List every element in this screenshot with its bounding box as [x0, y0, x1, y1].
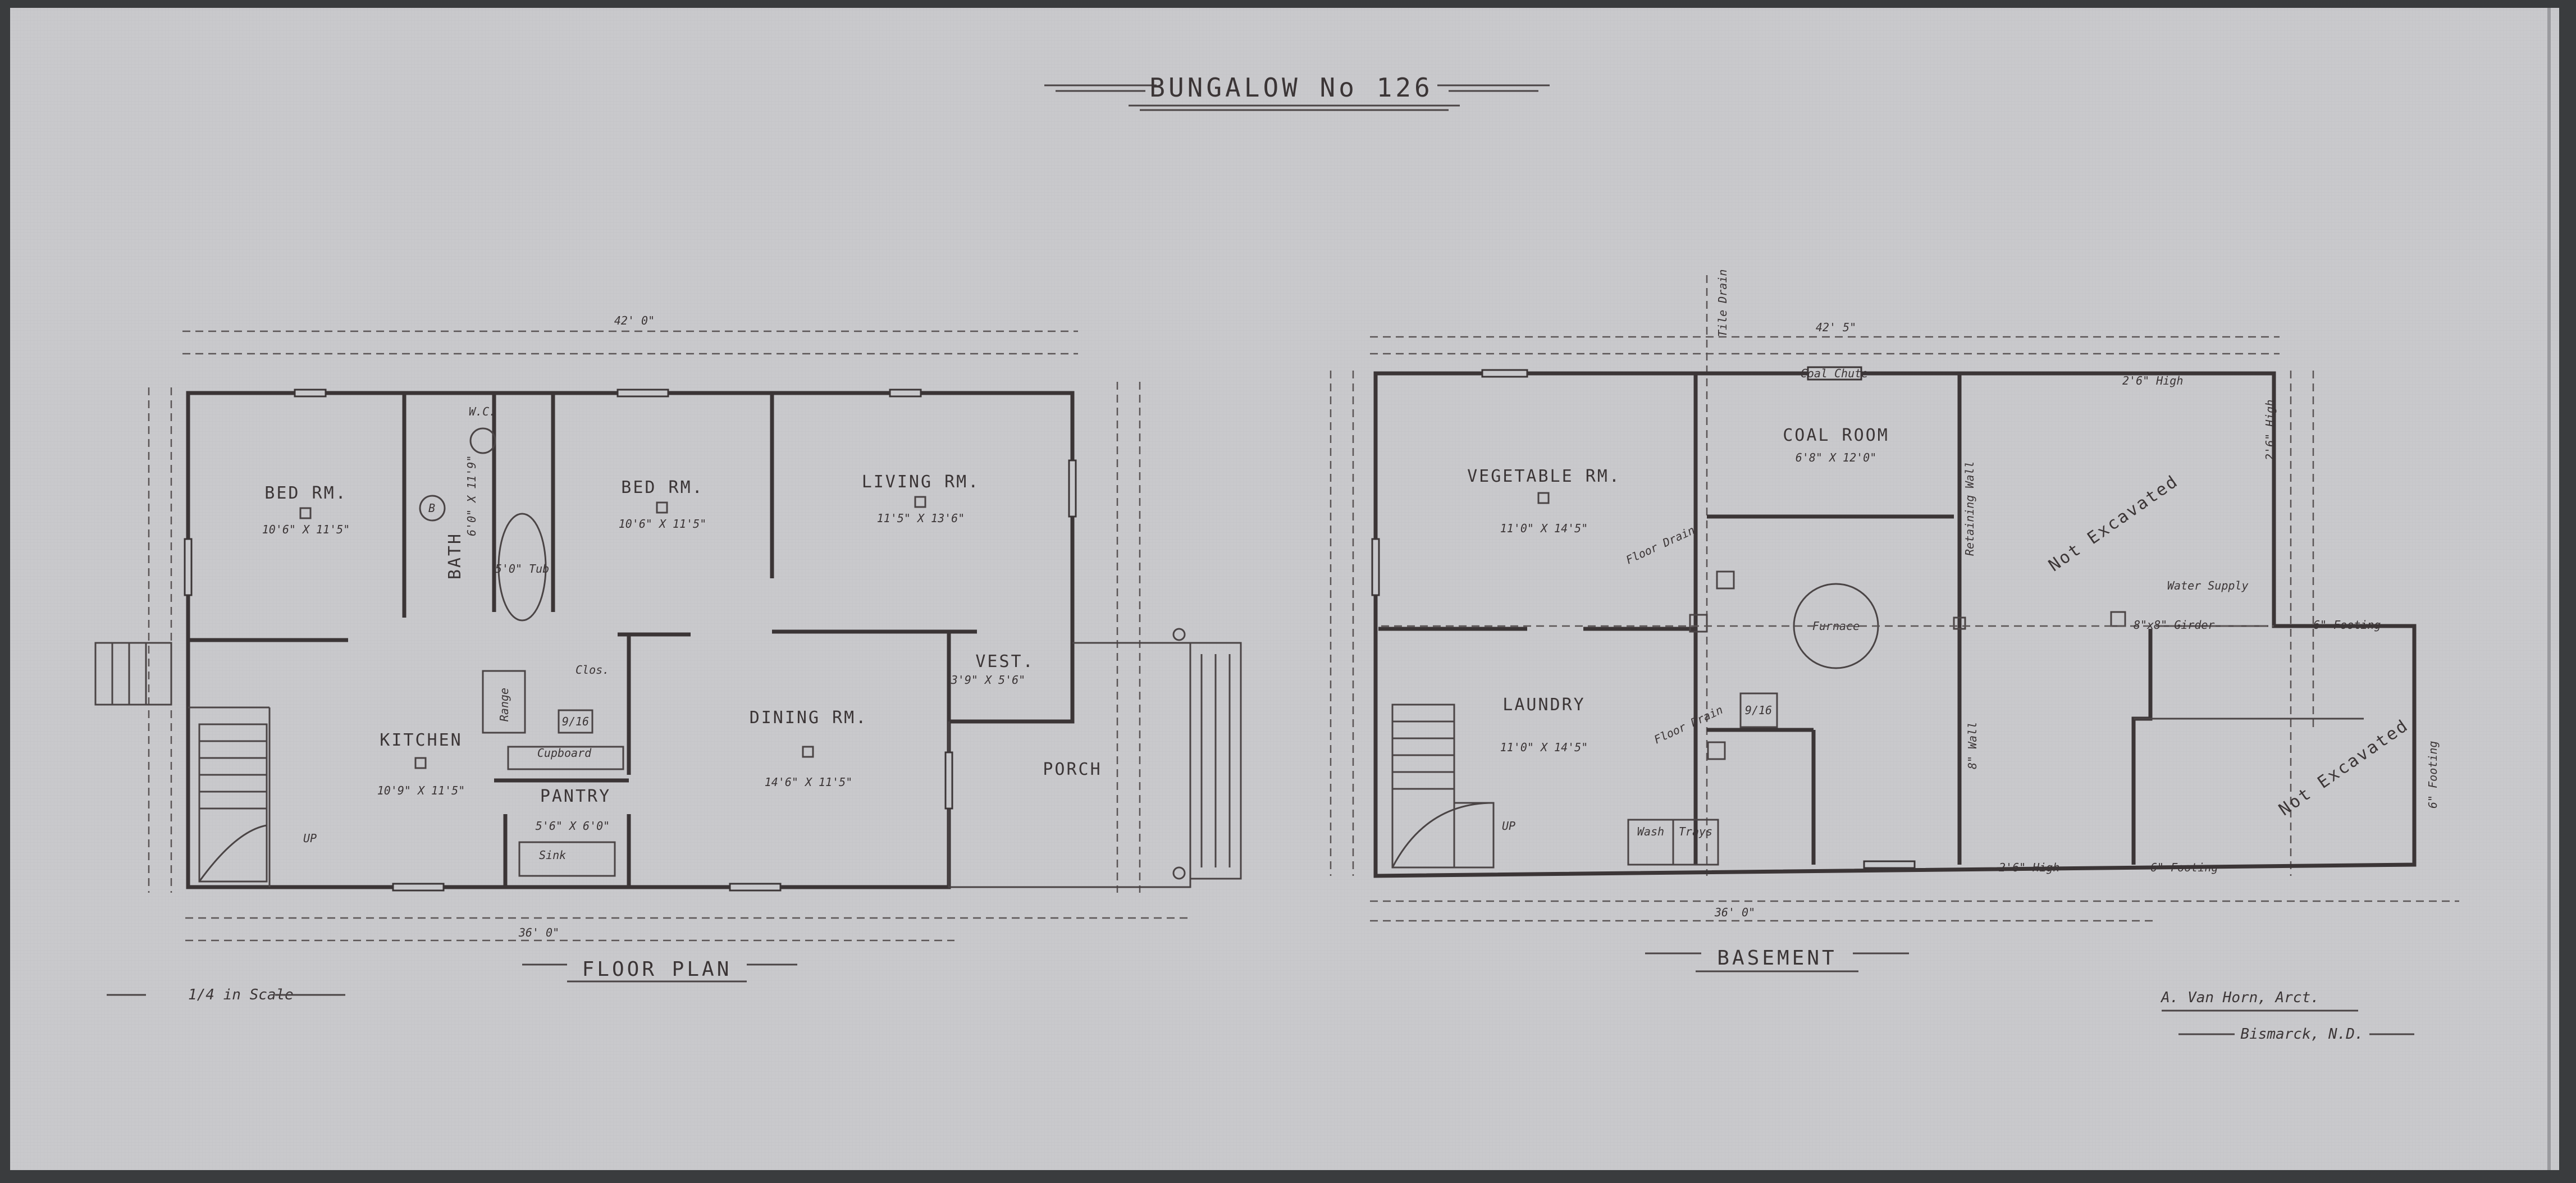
tile-drain-label: Tile Drain — [1716, 270, 1729, 337]
fp-overall-length: 36' 0" — [518, 926, 559, 939]
room-kitchen-size: 10'9" X 11'5" — [377, 784, 465, 797]
coal-chute — [1807, 366, 1862, 381]
window — [392, 883, 445, 892]
floor-drain-fixture — [1707, 741, 1726, 760]
porch-outline — [948, 642, 1191, 888]
footing-3-label: 6" Footing — [2426, 741, 2440, 809]
room-bath-size: 6'0" X 11'9" — [465, 455, 478, 537]
fp-chimney-label: 9/16 — [562, 715, 589, 728]
bsmt-chimney-label: 9/16 — [1745, 704, 1772, 717]
room-coal-size: 6'8" X 12'0" — [1796, 451, 1877, 464]
bsmt-exterior-wall — [1373, 371, 2417, 878]
location: Bismarck, N.D. — [2240, 1026, 2363, 1043]
bsmt-overall-length: 36' 0" — [1714, 906, 1755, 919]
porch-column — [1172, 866, 1186, 880]
room-laundry-size: 11'0" X 14'5" — [1500, 741, 1588, 754]
column-footing — [1689, 614, 1708, 633]
footer-notes: 1/4 in Scale A. Van Horn, Arct. Bismarck… — [107, 986, 2414, 1043]
bathtub — [497, 513, 547, 622]
sink-counter — [518, 841, 616, 877]
trays-label: Trays — [1679, 825, 1712, 838]
window — [294, 389, 327, 398]
room-coal: COAL ROOM — [1783, 426, 1889, 445]
high-top-label: 2'6" High — [2122, 374, 2183, 387]
window — [184, 538, 193, 596]
window — [1068, 459, 1077, 518]
retaining-wall-label: Retaining Wall — [1963, 461, 1976, 556]
cupboard — [507, 746, 624, 770]
footing-1-label: 6" Footing — [2313, 618, 2381, 632]
basin-fixture — [419, 495, 446, 522]
water-supply-label: Water Supply — [2167, 579, 2249, 592]
high-right-label: 2'6" High — [2263, 400, 2277, 460]
girder-label: 8"x8" Girder — [2134, 618, 2215, 632]
fp-overall-width: 42' 0" — [614, 314, 655, 327]
linen-paper — [10, 8, 2559, 1170]
window — [944, 751, 953, 810]
room-living-size: 11'5" X 13'6" — [877, 511, 965, 525]
bsmt-window — [1481, 369, 1528, 378]
tub-label: 5'0" Tub — [495, 562, 549, 575]
floor-plan: 42' 0" 36' 0" — [94, 314, 1242, 983]
side-stoop — [94, 642, 172, 706]
window — [729, 883, 782, 892]
clos-label: Clos. — [576, 663, 609, 677]
porch-column — [1172, 628, 1186, 641]
bsmt-window — [1863, 860, 1916, 869]
bsmt-window — [1371, 538, 1380, 596]
room-pantry: PANTRY — [540, 787, 611, 806]
fp-stair: UP — [198, 723, 317, 883]
room-porch: PORCH — [1043, 760, 1102, 779]
porch-steps — [1189, 642, 1242, 880]
room-pantry-size: 5'6" X 6'0" — [536, 819, 610, 833]
room-bed1-size: 10'6" X 11'5" — [262, 523, 350, 536]
room-bed2: BED RM. — [621, 478, 704, 497]
title-block: BUNGALOW No 126 — [1044, 72, 1550, 111]
architect-name: A. Van Horn, Arct. — [2160, 989, 2319, 1006]
room-laundry: LAUNDRY — [1502, 695, 1585, 715]
room-vest-size: 3'9" X 5'6" — [951, 673, 1025, 687]
window — [616, 389, 669, 398]
fp-up-label: UP — [303, 832, 317, 845]
column-footing — [1953, 616, 1966, 630]
room-dining-size: 14'6" X 11'5" — [765, 775, 853, 789]
room-dining: DINING RM. — [750, 708, 868, 728]
cupboard-label: Cupboard — [537, 746, 592, 760]
sink-label: Sink — [539, 848, 566, 862]
bsmt-up-label: UP — [1502, 819, 1515, 833]
high-bottom-label: 2'6" High — [1999, 861, 2059, 874]
floor-drain-fixture — [1716, 570, 1735, 590]
bsmt-overall-width: 42' 5" — [1816, 321, 1856, 334]
room-vegetable: VEGETABLE RM. — [1467, 467, 1621, 486]
drawing-title: BUNGALOW No 126 — [1149, 72, 1433, 103]
wall-8-label: 8" Wall — [1966, 722, 1979, 769]
fp-chimney — [558, 709, 593, 734]
wc-label: W.C. — [469, 405, 496, 418]
wc-fixture — [469, 427, 496, 454]
wash-label: Wash — [1637, 825, 1664, 838]
bsmt-chimney — [1739, 692, 1778, 728]
room-bed1: BED RM. — [264, 483, 347, 503]
coal-chute-label: Coal Chute — [1801, 367, 1868, 380]
room-living: LIVING RM. — [862, 472, 980, 492]
range — [482, 670, 526, 734]
room-vegetable-size: 11'0" X 14'5" — [1500, 522, 1588, 535]
floor-plan-heading: FLOOR PLAN — [582, 958, 732, 981]
bsmt-stair: UP — [1391, 704, 1515, 869]
room-bath: BATH — [445, 532, 465, 579]
basin-label: B — [428, 501, 435, 515]
range-label: Range — [497, 688, 511, 721]
window — [889, 389, 922, 398]
room-vest: VEST. — [975, 652, 1034, 672]
basement-heading: BASEMENT — [1717, 947, 1837, 970]
room-bed2-size: 10'6" X 11'5" — [619, 517, 707, 531]
room-kitchen: KITCHEN — [380, 730, 462, 750]
footing-2-label: 6" Footing — [2150, 861, 2218, 874]
